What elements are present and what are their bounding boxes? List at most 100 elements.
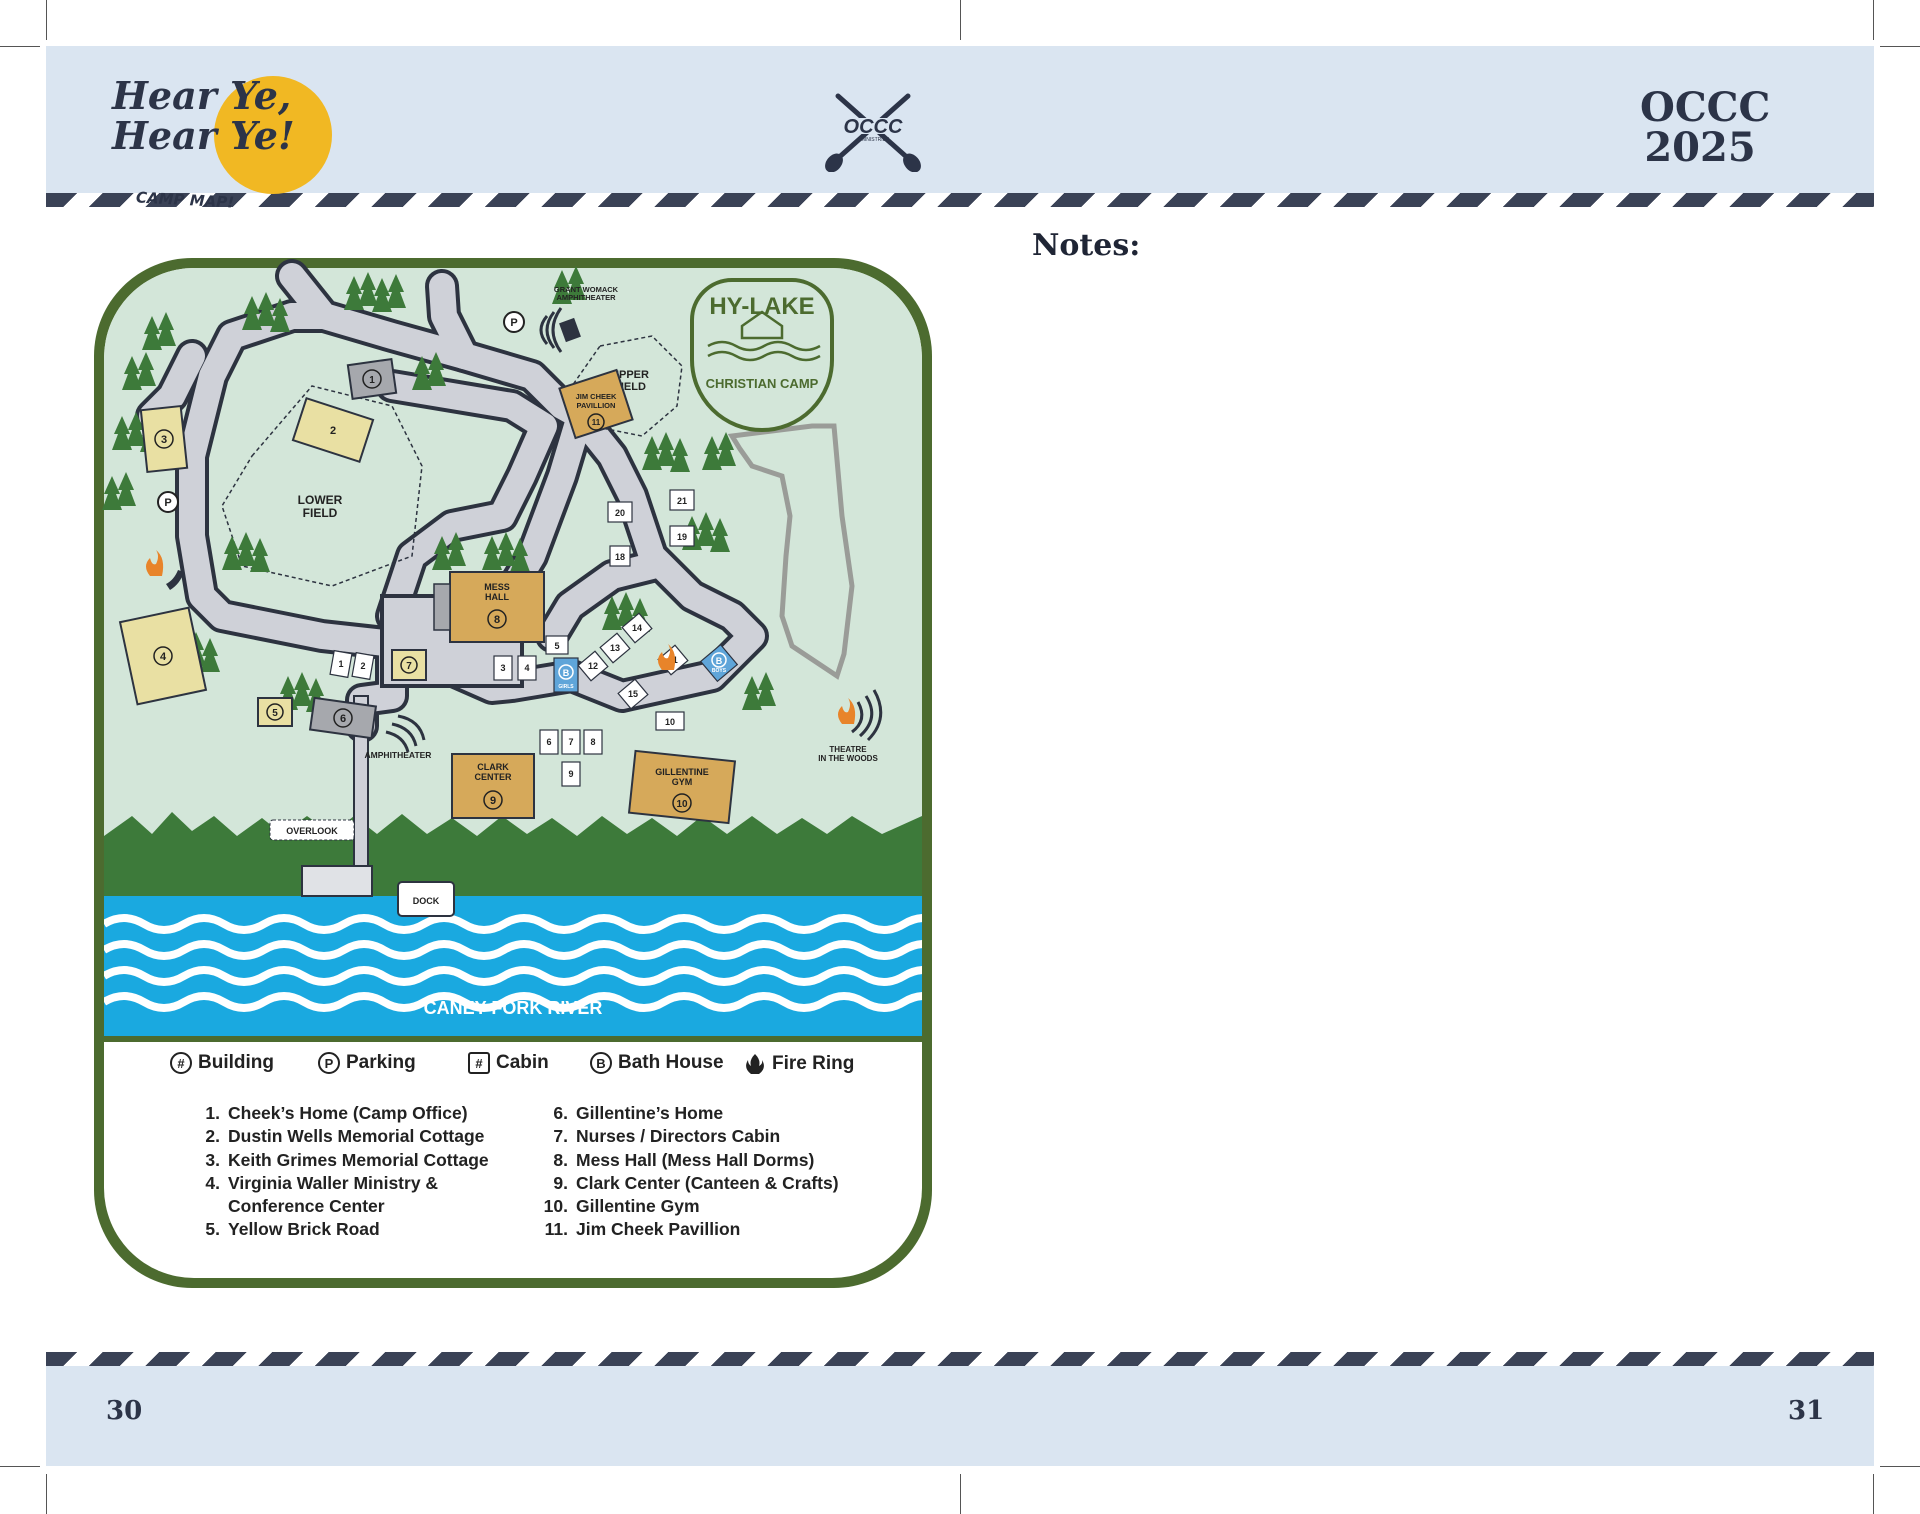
river-waves: [104, 914, 922, 1012]
hear-ye-title: Hear Ye, Hear Ye!: [112, 76, 295, 156]
overlook-label: OVERLOOK: [286, 826, 338, 836]
year-title: OCCC 2025: [1640, 88, 1770, 171]
crop-mark: [960, 1474, 961, 1514]
cabin-3: [493, 655, 513, 681]
list-item: 3. Keith Grimes Memorial Cottage: [190, 1149, 489, 1172]
list-item-name: Nurses / Directors Cabin: [576, 1126, 781, 1147]
hear-ye-line2: Hear Ye!: [112, 113, 295, 158]
building-list-left: 1.Cheek’s Home (Camp Office) 2.Dustin We…: [190, 1102, 489, 1242]
cabin-19-number: 19: [677, 532, 687, 542]
list-item: 7. Nurses / Directors Cabin: [538, 1125, 839, 1148]
gym-label-1: GILLENTINE: [655, 767, 709, 777]
clark-center: [451, 753, 535, 819]
sun-circle: [214, 76, 332, 194]
list-item-number: 5.: [205, 1219, 220, 1240]
list-item: 5.Yellow Brick Road: [190, 1218, 489, 1241]
legend-fire-ring: Fire Ring: [744, 1052, 854, 1076]
fire-ring-icon: [658, 644, 676, 670]
camp-map-tag: CAMP MAP!: [135, 188, 235, 212]
building-5: [257, 697, 293, 727]
building-6-number: 6: [340, 713, 346, 725]
bath-house-boys-symbol: B: [716, 656, 723, 666]
cabin-8-number: 8: [590, 737, 595, 747]
list-item-name: Dustin Wells Memorial Cottage: [228, 1126, 485, 1147]
parking-symbol-icon: P: [318, 1052, 340, 1074]
cabin-1-number: 1: [338, 659, 343, 669]
cabin-20: [607, 501, 633, 523]
cabin-13: [599, 632, 631, 664]
parking-marker: [157, 491, 179, 513]
crop-mark: [46, 0, 47, 40]
amphitheater-label: AMPHITHEATER: [365, 750, 432, 760]
dock: [397, 881, 455, 917]
cabin-6: [539, 729, 559, 755]
list-item-number: 10.: [543, 1196, 568, 1217]
bath-house-boys-label: BOYS: [712, 668, 727, 674]
cabin-4: [517, 655, 537, 681]
lower-field-label-2: FIELD: [303, 506, 338, 520]
cabin-7-number: 7: [568, 737, 573, 747]
cabin-2: [351, 651, 375, 681]
list-item: 8.Mess Hall (Mess Hall Dorms): [538, 1149, 839, 1172]
crop-mark: [1880, 1466, 1920, 1467]
hear-ye-line1: Hear Ye,: [112, 73, 292, 118]
crop-mark: [0, 1466, 40, 1467]
cabin-12: [577, 650, 609, 682]
list-item-number: 3.: [205, 1149, 220, 1170]
building-7: [391, 649, 427, 681]
list-item: 2.Dustin Wells Memorial Cottage: [190, 1125, 489, 1148]
cabin-3-number: 3: [500, 663, 505, 673]
building-8-number: 8: [494, 614, 500, 626]
lower-field-label-1: LOWER: [298, 493, 343, 507]
occc-paddles-logo: OCCC MINISTRIES: [824, 93, 922, 172]
legend-parking: P Parking: [318, 1052, 416, 1074]
cabin-10: [655, 711, 685, 731]
cabin-9: [561, 761, 581, 787]
parking-markers: P P: [157, 311, 525, 513]
cabin-9-number: 9: [568, 769, 573, 779]
list-item-name: Cheek’s Home (Camp Office): [228, 1103, 468, 1123]
legend-cabin-label: Cabin: [496, 1052, 549, 1073]
building-list-right: 6.Gillentine’s Home 7. Nurses / Directors…: [538, 1102, 839, 1242]
legend-fire-ring-label: Fire Ring: [772, 1053, 855, 1074]
dock-label: DOCK: [413, 896, 440, 906]
list-item: 4.Virginia Waller Ministry &: [190, 1172, 489, 1195]
list-item: 6.Gillentine’s Home: [538, 1102, 839, 1125]
cabin-7: [561, 729, 581, 755]
cabin-18: [609, 545, 631, 567]
hiking-trail: [727, 423, 855, 680]
legend-bath-house-label: Bath House: [618, 1052, 724, 1073]
crop-mark: [1873, 0, 1874, 40]
cabin-8: [583, 729, 603, 755]
year-line2: 2025: [1644, 124, 1756, 171]
page-number-left: 30: [106, 1396, 143, 1426]
building-symbol-icon: #: [170, 1052, 192, 1074]
list-item-number: 9.: [553, 1172, 568, 1193]
list-item-name: Clark Center (Canteen & Crafts): [576, 1172, 839, 1193]
list-item-name: Keith Grimes Memorial Cottage: [228, 1149, 489, 1170]
mess-hall: [449, 571, 545, 643]
parking-marker-label: P: [164, 497, 171, 509]
theatre-label-2: IN THE WOODS: [818, 754, 878, 763]
cabin-15-number: 15: [628, 689, 638, 699]
list-item: 11.Jim Cheek Pavillion: [538, 1218, 839, 1241]
cabin-12-number: 12: [588, 661, 598, 671]
buildings-layer: 1 2 3 4 5 6 7 MESS HALL 8 CLARK CENTER: [118, 357, 737, 825]
list-item: 1.Cheek’s Home (Camp Office): [190, 1102, 489, 1125]
list-item-number: 7.: [553, 1126, 568, 1147]
overlook-deck: [301, 865, 373, 897]
building-7-number: 7: [406, 661, 412, 672]
map-legend: # Building P Parking # Cabin B Bath Hous…: [170, 1052, 870, 1084]
cabin-symbol-icon: #: [468, 1052, 490, 1074]
cabin-10-number: 10: [665, 717, 675, 727]
cabins-layer: 1 2 3 4 5 6 7 8 9 10 11 12 13 14 15 18 1…: [329, 489, 695, 787]
theatre-label-1: THEATRE: [829, 745, 867, 754]
building-3: [139, 404, 189, 474]
pavillion-label-1: JIM CHEEK: [576, 392, 617, 401]
lower-field: [221, 385, 423, 587]
hy-lake-camp-logo: HY-LAKE CHRISTIAN CAMP: [690, 278, 834, 432]
parking-marker-label: P: [510, 317, 517, 329]
fire-ring-icon: [838, 698, 856, 724]
list-item-name: Jim Cheek Pavillion: [576, 1219, 741, 1240]
building-4: [118, 606, 208, 706]
